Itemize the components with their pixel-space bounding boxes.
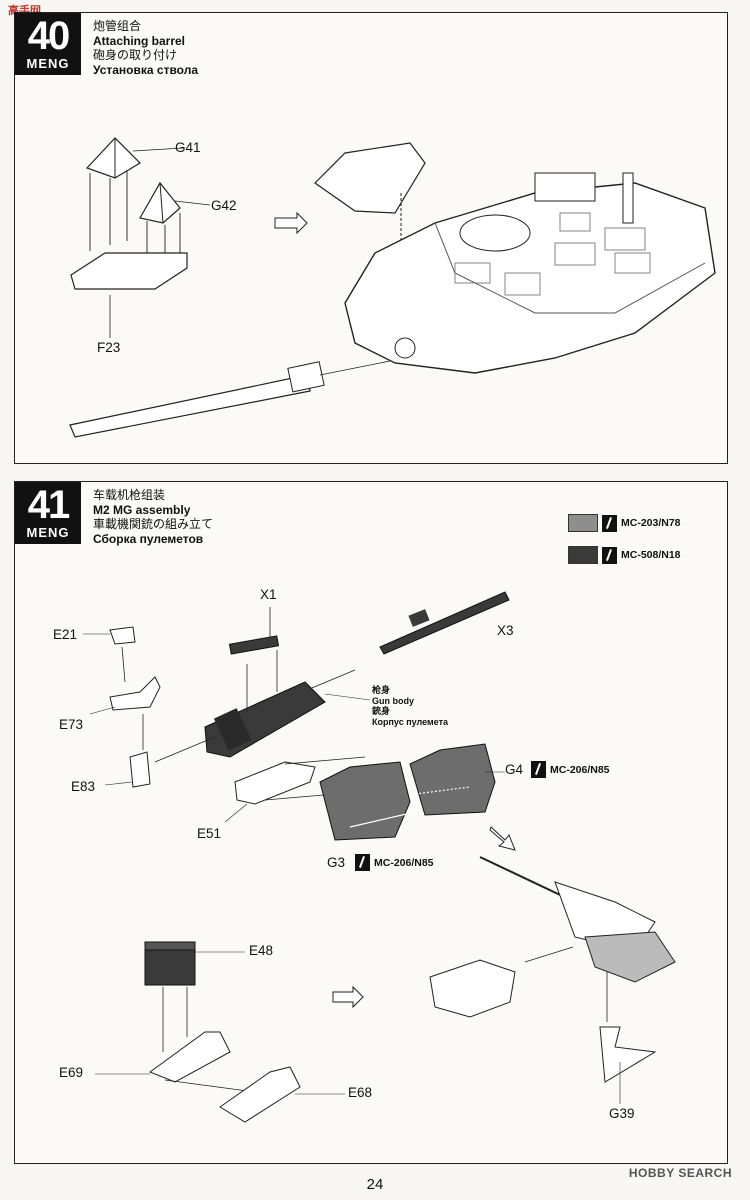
part-label-g4: G4 xyxy=(505,762,524,777)
part-label-e73: E73 xyxy=(59,717,84,732)
title-jp: 車載機関銃の組み立て xyxy=(93,517,214,531)
part-label-e69: E69 xyxy=(59,1065,84,1080)
part-label-x1: X1 xyxy=(260,587,277,602)
page-number: 24 xyxy=(366,1176,384,1193)
brand-logo: MENG xyxy=(26,525,70,540)
paint-legend-mc-203: MC-203/N78 xyxy=(568,514,681,532)
step-40-titles: 炮管组合 Attaching barrel 砲身の取り付け Установка … xyxy=(93,19,198,77)
title-en: M2 MG assembly xyxy=(93,502,191,517)
title-zh: 炮管组合 xyxy=(93,19,142,33)
step-41-panel: 41 MENG 车载机枪组装 M2 MG assembly 車載機関銃の組み立て… xyxy=(14,481,728,1164)
paint-code-label: MC-203/N78 xyxy=(621,517,681,529)
part-label-e21: E21 xyxy=(53,627,78,642)
brand-logo: MENG xyxy=(26,56,70,71)
brush-icon xyxy=(355,854,370,871)
paint-callout-g4: MC-206/N85 xyxy=(531,761,610,778)
step-number: 40 xyxy=(27,14,71,58)
step-41-illustration xyxy=(83,591,676,1123)
title-en: Attaching barrel xyxy=(93,33,186,48)
step-number: 41 xyxy=(27,483,71,527)
title-jp: 砲身の取り付け xyxy=(93,48,178,62)
step-40-illustration xyxy=(69,137,716,438)
paint-code-label: MC-206/N85 xyxy=(550,763,610,776)
paint-code-label: MC-508/N18 xyxy=(621,549,681,561)
part-label-e83: E83 xyxy=(71,779,96,794)
paint-swatch xyxy=(568,514,598,532)
gun-body-zh: 枪身 xyxy=(372,685,391,695)
hobby-search-watermark: HOBBY SEARCH xyxy=(628,1166,732,1180)
part-label-e48: E48 xyxy=(249,943,274,958)
paint-code-label: MC-206/N85 xyxy=(374,856,434,869)
title-ru: Сборка пулеметов xyxy=(93,531,204,546)
part-label-e51: E51 xyxy=(197,826,222,841)
paint-callout-g3: MC-206/N85 xyxy=(355,854,434,871)
gun-body-jp: 銃身 xyxy=(372,706,391,716)
part-label-e68: E68 xyxy=(348,1085,373,1100)
part-label-g39: G39 xyxy=(609,1106,635,1121)
step-41-badge: 41 MENG xyxy=(15,482,81,544)
step-41-titles: 车载机枪组装 M2 MG assembly 車載機関銃の組み立て Сборка … xyxy=(93,488,213,546)
brush-icon xyxy=(602,546,617,564)
brush-icon xyxy=(602,514,617,532)
step-40-badge: 40 MENG xyxy=(15,13,81,75)
paint-legend-mc-508: MC-508/N18 xyxy=(568,546,681,564)
part-label-g42: G42 xyxy=(211,198,237,213)
part-label-g3: G3 xyxy=(327,855,346,870)
title-ru: Установка ствола xyxy=(93,62,198,77)
paint-swatch xyxy=(568,546,598,564)
title-zh: 车载机枪组装 xyxy=(93,488,166,502)
part-label-x3: X3 xyxy=(497,623,514,638)
gun-body-label: 枪身 Gun body 銃身 Корпус пулемета xyxy=(372,685,448,727)
step-40-panel: 40 MENG 炮管组合 Attaching barrel 砲身の取り付け Ус… xyxy=(14,12,728,464)
part-label-g41: G41 xyxy=(175,140,201,155)
brush-icon xyxy=(531,761,546,778)
gun-body-en: Gun body xyxy=(372,695,414,706)
gun-body-ru: Корпус пулемета xyxy=(372,716,448,727)
part-label-f23: F23 xyxy=(97,340,121,355)
